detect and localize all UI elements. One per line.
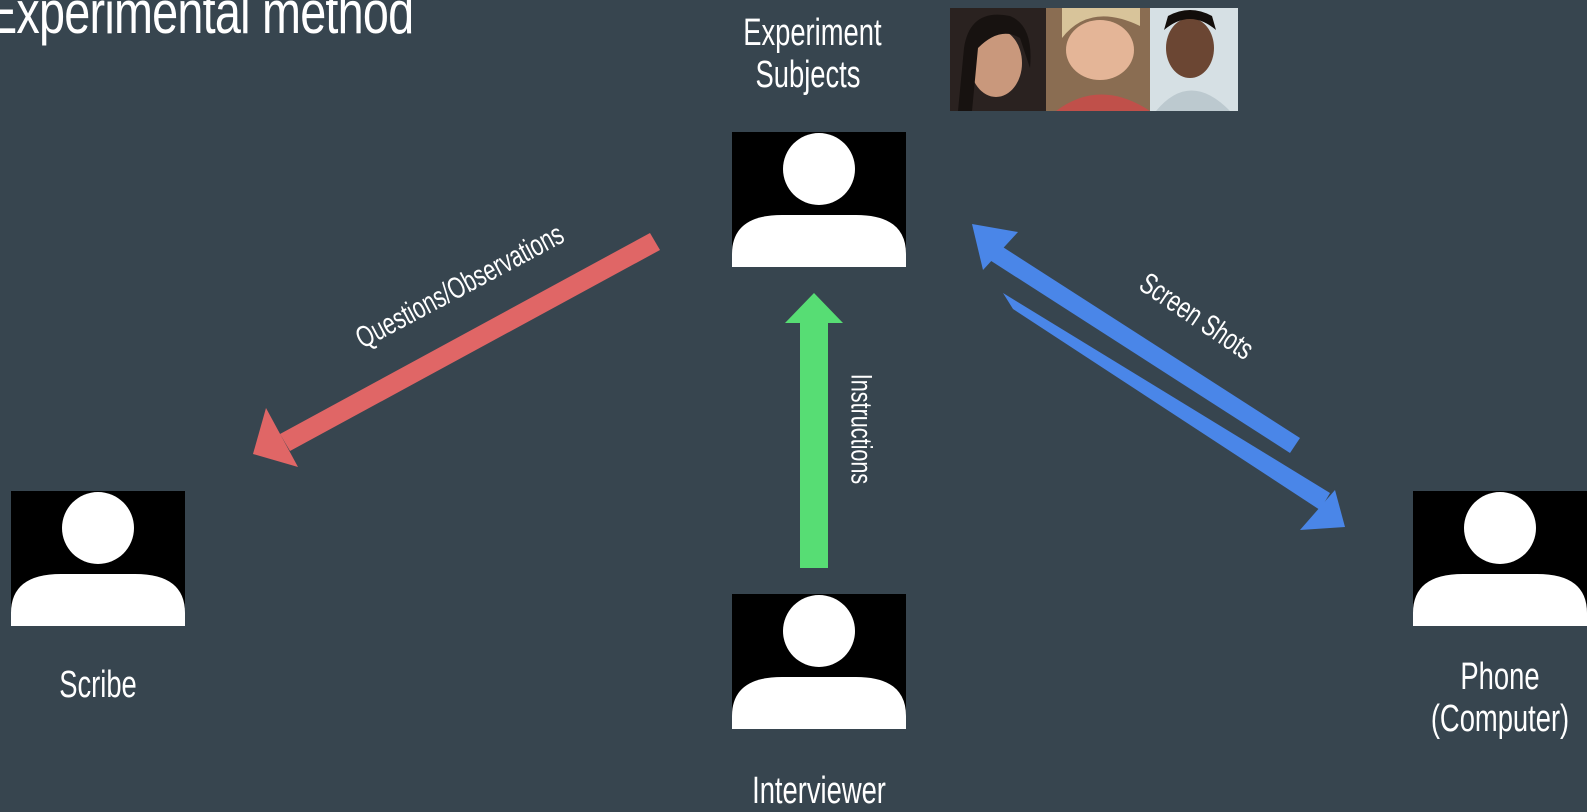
page-title: Experimental method [0,0,414,46]
phone-label: Phone (Computer) [1424,656,1575,740]
phone-avatar [1413,491,1587,626]
questions-arrow [253,233,660,467]
interviewer-label: Interviewer [752,770,886,812]
subjects-label-line2: Subjects [755,54,861,96]
person-silhouette-icon [11,492,185,626]
instructions-arrow [785,293,843,568]
subject-photos [950,8,1238,111]
interviewer-avatar [732,594,906,729]
screenshots-arrow-up [972,224,1300,453]
instructions-label: Instructions [844,373,878,485]
person-silhouette-icon [732,133,906,267]
phone-label-line2: (Computer) [1430,698,1570,740]
phone-label-line1: Phone [1460,656,1540,698]
person-silhouette-icon [732,595,906,729]
person-silhouette-icon [1413,492,1587,626]
scribe-label: Scribe [59,664,137,706]
screenshots-arrow-down [1003,293,1345,530]
subjects-label-line1: Experiment [743,12,882,54]
subjects-label: Experiment Subjects [743,12,882,96]
scribe-avatar [11,491,185,626]
subjects-avatar [732,132,906,267]
